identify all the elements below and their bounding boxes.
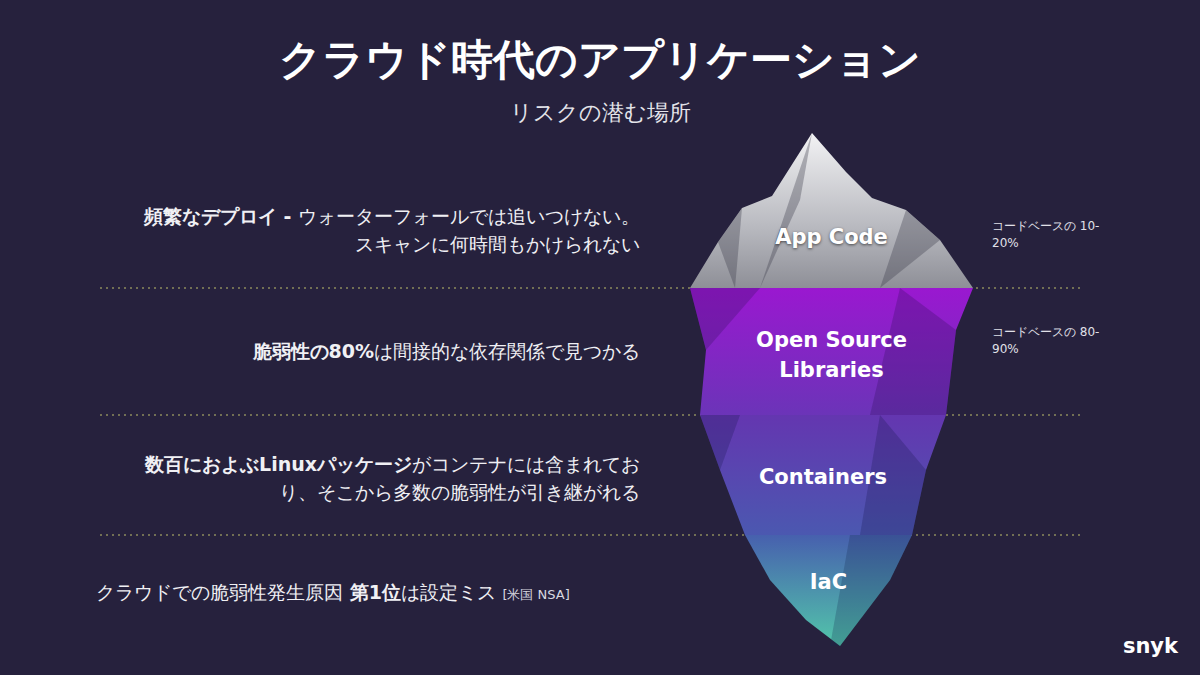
iceberg-layer: IaC (745, 535, 912, 646)
brand-logo: snyk (1123, 634, 1178, 658)
annotation-text: [米国 NSA] (502, 587, 569, 602)
ice-facet (880, 210, 940, 288)
annotation: クラウドでの脆弱性発生原因第1位は設定ミス [米国 NSA] (96, 578, 656, 609)
ice-facet (700, 415, 740, 470)
annotation-text: 第1位 (350, 581, 401, 603)
layer-fill (745, 535, 912, 646)
iceberg-layer: App Code (690, 133, 973, 288)
iceberg-layer: Containers (700, 415, 946, 535)
annotation-text: クラウドでの脆弱性発生原因 (96, 581, 343, 603)
title: クラウド時代のアプリケーション (0, 32, 1200, 88)
annotation-text: 頻繁なデプロイ - (144, 205, 292, 227)
layer-label: Containers (700, 462, 946, 492)
ice-facet (718, 208, 742, 288)
dotted-divider (100, 534, 1080, 536)
layer-label: Open Source Libraries (690, 325, 973, 386)
layer-fill (700, 415, 946, 535)
annotation: 脆弱性の80%は間接的な依存関係で見つかる (128, 337, 640, 365)
layer-fill (690, 288, 973, 415)
annotation: 頻繁なデプロイ - ウォーターフォールでは追いつけない。スキャンに何時間もかけられ… (128, 202, 640, 258)
layer-label: App Code (690, 222, 973, 252)
ice-facet (690, 288, 760, 350)
annotation-text: 数百におよぶLinuxパッケージ (145, 453, 412, 475)
annotation-text: ウォーターフォールでは追いつけない。スキャンに何時間もかけられない (298, 205, 640, 255)
subtitle: リスクの潜む場所 (0, 98, 1200, 128)
annotation-text: は設定ミス (401, 581, 496, 603)
iceberg-shape (690, 133, 973, 288)
annotation: 数百におよぶLinuxパッケージがコンテナには含まれており、そこから多数の脆弱性… (128, 450, 640, 506)
annotation-text: 脆弱性の80% (253, 340, 374, 362)
iceberg-layer: Open Source Libraries (690, 288, 973, 415)
share-note: コードベースの 10-20% (992, 218, 1100, 252)
share-note: コードベースの 80-90% (992, 324, 1100, 358)
layer-label: IaC (745, 567, 912, 597)
annotation-text: は間接的な依存関係で見つかる (374, 340, 640, 362)
ice-facet (760, 133, 812, 288)
layer-fill (690, 133, 973, 288)
